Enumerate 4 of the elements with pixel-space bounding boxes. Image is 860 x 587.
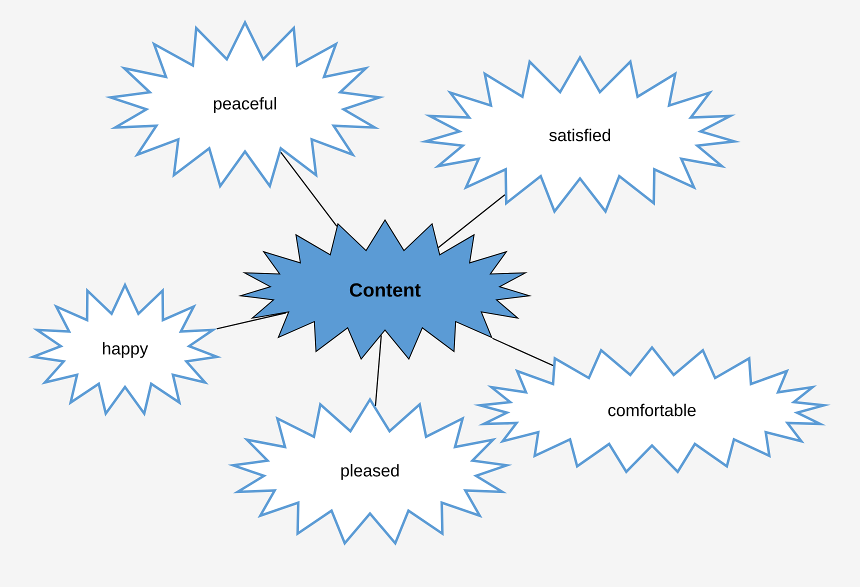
connector-line <box>216 312 286 330</box>
connector-line <box>492 338 554 366</box>
connector-line <box>374 335 382 406</box>
connector-line <box>438 194 506 248</box>
